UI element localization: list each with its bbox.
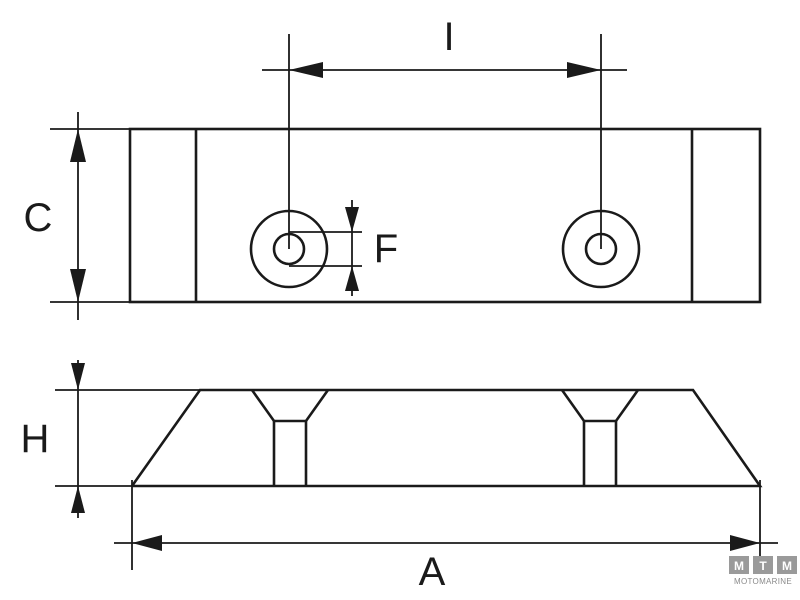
- logo-box-3: [777, 556, 797, 574]
- dimension-c: C: [24, 112, 130, 320]
- arrowhead-h-top: [71, 363, 85, 390]
- arrowhead-a-left: [132, 535, 162, 551]
- dimension-a: A: [114, 480, 778, 594]
- dimension-f: F: [289, 200, 398, 296]
- label-a: A: [419, 550, 446, 594]
- label-h: H: [21, 417, 50, 461]
- top-view: [128, 127, 762, 304]
- logo-box-1: [729, 556, 749, 574]
- arrowhead-f-bottom: [345, 266, 359, 291]
- label-l: I: [443, 15, 454, 59]
- side-view: [130, 388, 763, 488]
- arrowhead-l-right: [567, 62, 601, 78]
- label-f: F: [374, 227, 398, 271]
- right-countersink: [560, 389, 640, 423]
- arrowhead-f-top: [345, 207, 359, 232]
- arrowhead-c-bottom: [70, 269, 86, 302]
- arrowhead-h-bottom: [71, 486, 85, 513]
- arrowhead-a-right: [730, 535, 760, 551]
- logo-letter-1: M: [734, 559, 744, 573]
- dimension-l: I: [262, 15, 627, 249]
- arrowhead-c-top: [70, 129, 86, 162]
- label-c: C: [24, 196, 53, 240]
- dimension-h: H: [21, 360, 200, 518]
- logo-box-2: [753, 556, 773, 574]
- top-view-outline: [128, 127, 762, 304]
- arrowhead-l-left: [289, 62, 323, 78]
- left-countersink: [250, 389, 330, 423]
- motomarine-logo: M T M MOTOMARINE: [729, 556, 797, 586]
- side-view-outline: [130, 388, 763, 488]
- logo-letter-2: T: [759, 559, 767, 573]
- logo-subtitle: MOTOMARINE: [734, 577, 792, 586]
- logo-letter-3: M: [782, 559, 792, 573]
